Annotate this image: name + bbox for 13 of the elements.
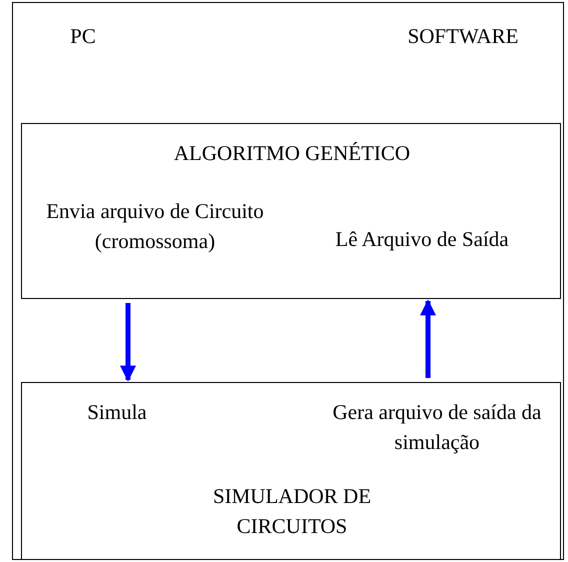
step-text: Lê Arquivo de Saída	[334, 226, 510, 253]
system-label: SOFTWARE	[406, 23, 520, 50]
algorithm-box	[21, 123, 561, 299]
outer-frame	[12, 2, 564, 560]
step-text: Envia arquivo de Circuito (cromossoma)	[45, 198, 265, 255]
arrow	[420, 299, 436, 378]
box-title: SIMULADOR DE CIRCUITOS	[212, 483, 372, 540]
simulator-box	[21, 382, 561, 560]
system-label: PC	[69, 23, 97, 50]
step-text: Gera arquivo de saída da simulação	[332, 399, 542, 456]
step-text: Simula	[86, 399, 148, 426]
arrow	[120, 303, 136, 382]
box-title: ALGORITMO GENÉTICO	[172, 140, 412, 167]
